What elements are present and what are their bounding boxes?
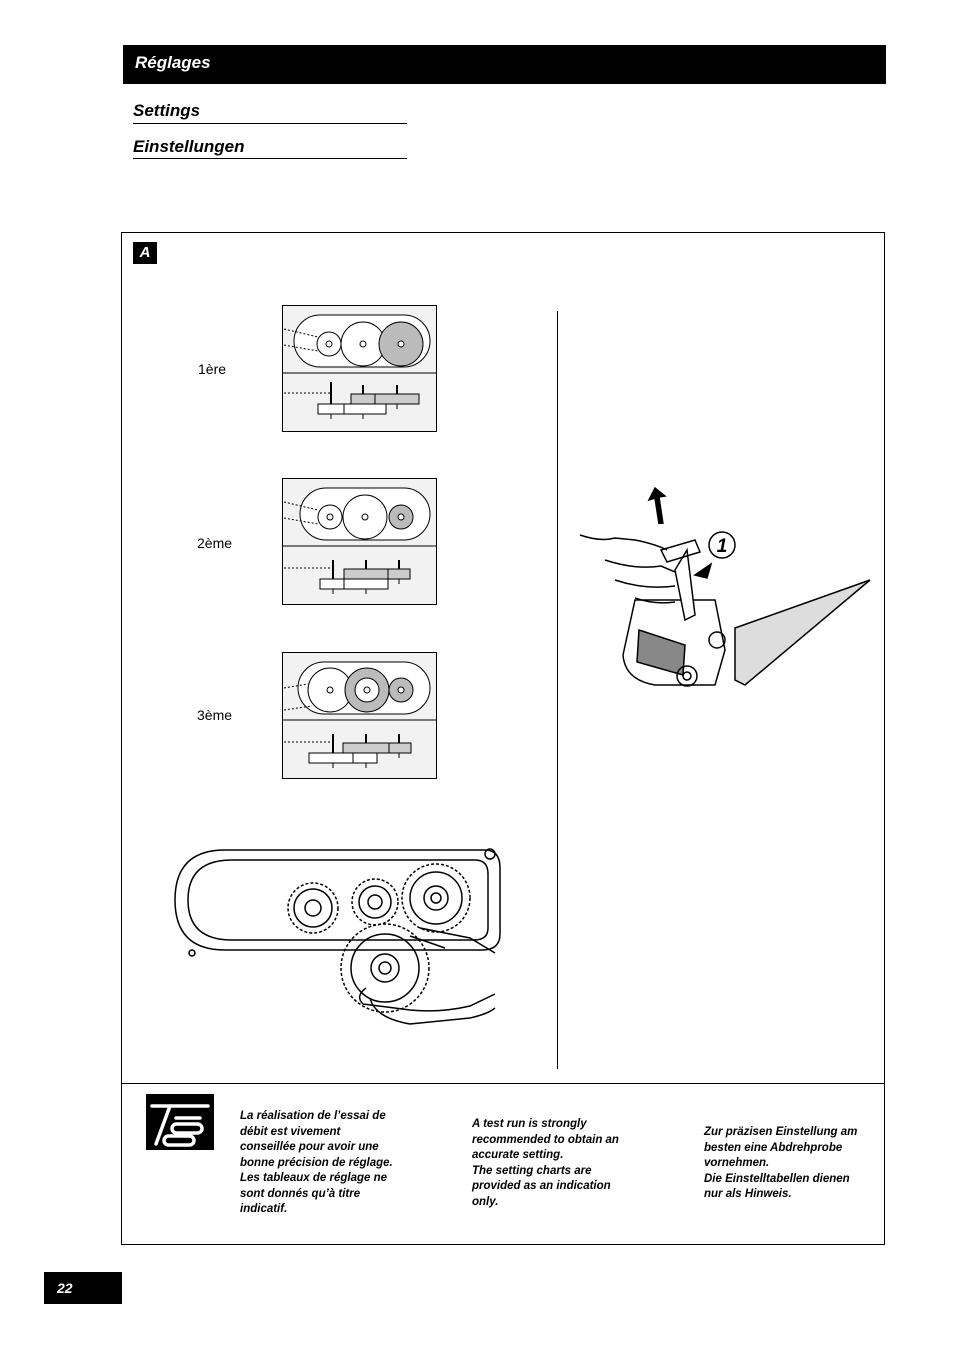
page-title: Réglages	[135, 53, 211, 72]
note-french: La réalisation de l’essai de débit est v…	[240, 1110, 393, 1215]
gearbox-illustration	[174, 848, 501, 1025]
gear-diagram-1	[282, 305, 437, 432]
note-german: Zur präzisen Einstellung am besten eine …	[704, 1126, 858, 1200]
gear-label-2: 2ème	[197, 535, 233, 551]
page-number: 22	[44, 1272, 122, 1304]
note-english: A test run is strongly recommended to ob…	[472, 1118, 619, 1208]
notes-divider	[121, 1083, 885, 1084]
callout-circle	[708, 531, 736, 559]
subtitle-settings: Settings	[133, 101, 201, 120]
gear-label-3: 3ème	[197, 707, 233, 723]
column-divider	[557, 311, 558, 1069]
subtitle-einstellungen: Einstellungen	[133, 137, 245, 156]
lever-adjustment-illustration: 1	[579, 486, 871, 687]
gear-label-1: 1ère	[198, 361, 227, 377]
gear-diagram-3	[282, 652, 437, 779]
callout-number: 1	[717, 536, 728, 557]
figure-badge: A	[133, 242, 157, 264]
subtitle-underline	[133, 158, 407, 159]
subtitle-underline	[133, 123, 407, 124]
gear-diagram-2	[282, 478, 437, 605]
info-notes-icon	[146, 1094, 214, 1150]
header-bar	[123, 45, 886, 84]
figure-frame	[121, 232, 885, 1245]
